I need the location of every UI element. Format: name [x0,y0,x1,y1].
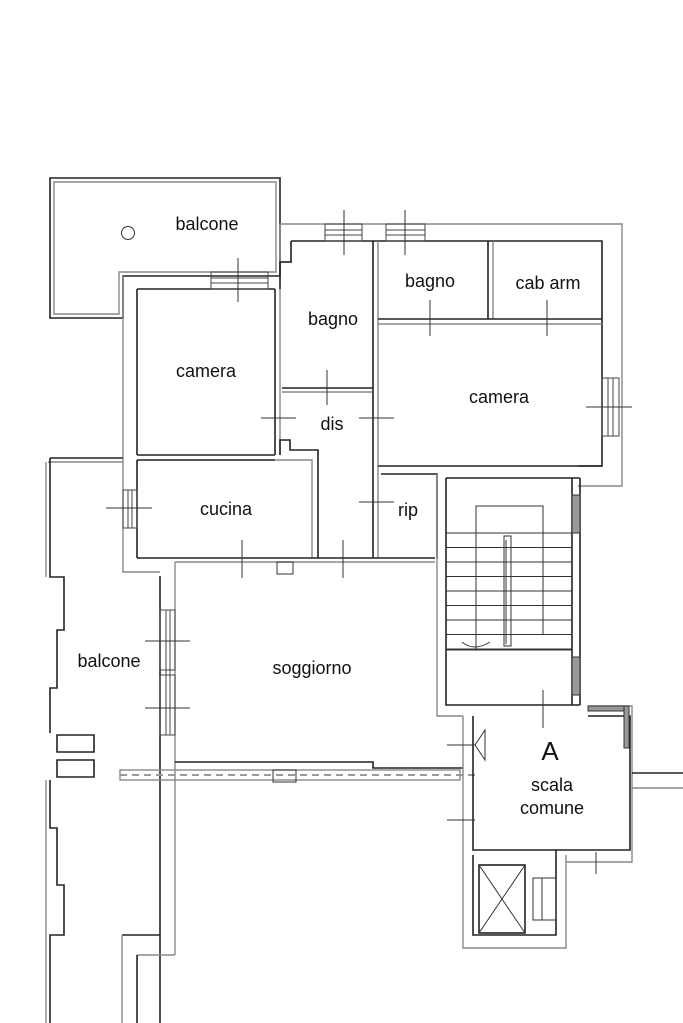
window-top-1 [324,210,363,255]
window-soggiorno-left [145,609,190,736]
room-label-rip: rip [398,500,418,520]
column-icon [121,226,135,240]
room-label-scala-letter: A [541,736,559,766]
room-label-soggiorno: soggiorno [272,658,351,678]
balcony-left-outline [45,457,176,1023]
room-label-camera-left: camera [176,361,237,381]
room-label-dis: dis [320,414,343,434]
room-label-balcone-top: balcone [175,214,238,234]
room-label-bagno-left: bagno [308,309,358,329]
soggiorno-bottom-wall [119,761,475,783]
room-label-balcone-left: balcone [77,651,140,671]
window-balcony-top [210,258,269,302]
room-label-bagno-right: bagno [405,271,455,291]
room-label-scala-line1: scala [531,775,574,795]
window-camera-right [586,377,632,437]
room-label-scala-line2: comune [520,798,584,818]
room-label-cab-arm: cab arm [515,273,580,293]
scala-comune-walls [447,690,683,949]
room-label-camera-right: camera [469,387,530,407]
stair-arrow-icon [461,641,491,648]
balcony-top-outline [49,177,281,319]
stair-steps [446,532,572,650]
stairwell [436,474,581,717]
window-top-2 [385,210,426,255]
interior-walls [136,241,602,578]
room-label-cucina: cucina [200,499,253,519]
elevator-shaft [478,864,557,934]
window-cucina [106,489,152,529]
